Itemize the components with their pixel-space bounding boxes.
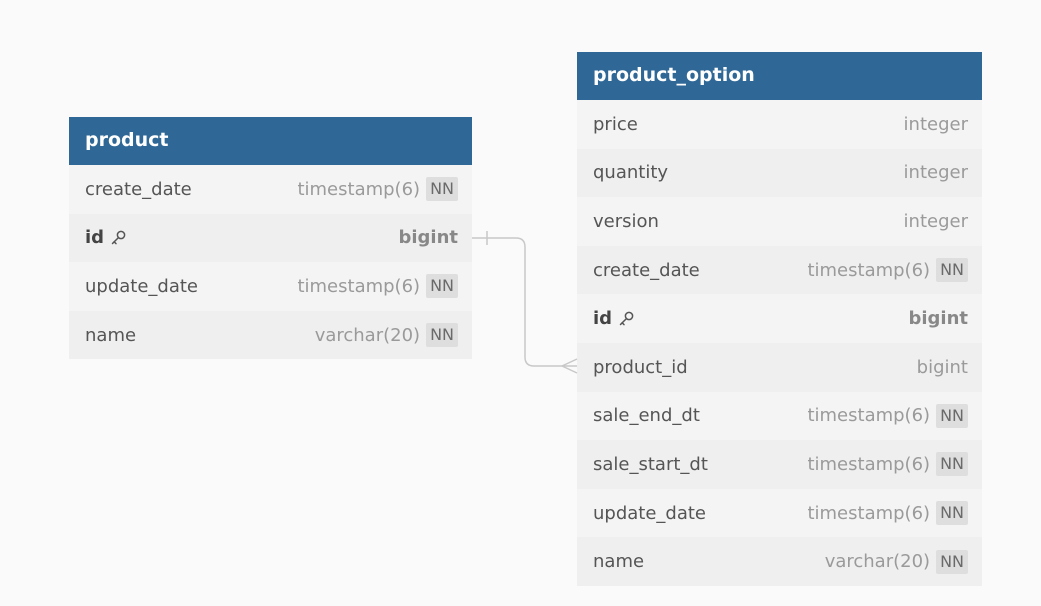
not-null-badge: NN [426,274,458,299]
not-null-badge: NN [426,177,458,202]
not-null-badge: NN [936,549,968,574]
column-name: version [593,210,659,232]
table-product-option[interactable]: product_option price integer quantity in… [577,52,982,586]
column-type: integer [903,113,968,135]
column-type: bigint [908,308,968,330]
table-row[interactable]: create_date timestamp(6) NN [69,165,472,214]
column-type: varchar(20) [824,551,931,573]
not-null-badge: NN [936,403,968,428]
table-row[interactable]: product_id bigint [577,342,982,392]
column-name: quantity [593,162,669,184]
table-row[interactable]: version integer [577,197,982,246]
column-name: update_date [593,502,707,524]
column-name: product_id [593,356,688,378]
table-row[interactable]: sale_start_dt timestamp(6) NN [577,440,982,489]
column-type: timestamp(6) [807,453,931,475]
column-name: name [85,324,137,346]
table-header-product[interactable]: product [69,117,472,165]
column-name: create_date [85,178,192,200]
column-type: timestamp(6) [807,259,931,281]
column-name: name [593,551,645,573]
column-type: varchar(20) [314,324,421,346]
column-name: update_date [85,275,199,297]
column-type: timestamp(6) [807,502,931,524]
table-body-product: create_date timestamp(6) NN id bigint [69,165,472,360]
not-null-badge: NN [936,258,968,283]
table-row[interactable]: id bigint [577,294,982,343]
not-null-badge: NN [426,323,458,348]
relationship-line[interactable] [472,237,577,367]
not-null-badge: NN [936,501,968,526]
table-row[interactable]: create_date timestamp(6) NN [577,245,982,295]
key-icon [618,310,635,327]
table-row[interactable]: update_date timestamp(6) NN [69,262,472,311]
column-name: sale_end_dt [593,405,700,427]
table-row[interactable]: price integer [577,100,982,149]
table-product[interactable]: product create_date timestamp(6) NN id [69,117,472,360]
table-header-product-option[interactable]: product_option [577,52,982,100]
column-type: integer [903,162,968,184]
many-cardinality-crowfoot [561,358,578,374]
column-type: bigint [916,356,968,378]
column-type: timestamp(6) [807,405,931,427]
column-name: price [593,113,638,135]
column-name: create_date [593,259,700,281]
table-row[interactable]: sale_end_dt timestamp(6) NN [577,391,982,441]
table-row[interactable]: name varchar(20) NN [577,537,982,586]
table-row[interactable]: update_date timestamp(6) NN [577,488,982,538]
table-row[interactable]: id bigint [69,213,472,263]
table-row[interactable]: name varchar(20) NN [69,310,472,360]
column-type: timestamp(6) [297,178,421,200]
key-icon [110,229,127,246]
not-null-badge: NN [936,452,968,477]
column-type: bigint [398,227,458,249]
column-type: integer [903,210,968,232]
column-name: id [593,308,613,330]
column-type: timestamp(6) [297,275,421,297]
table-body-product-option: price integer quantity integer version i… [577,100,982,586]
column-name: sale_start_dt [593,453,708,475]
table-row[interactable]: quantity integer [577,148,982,198]
column-name: id [85,227,105,249]
